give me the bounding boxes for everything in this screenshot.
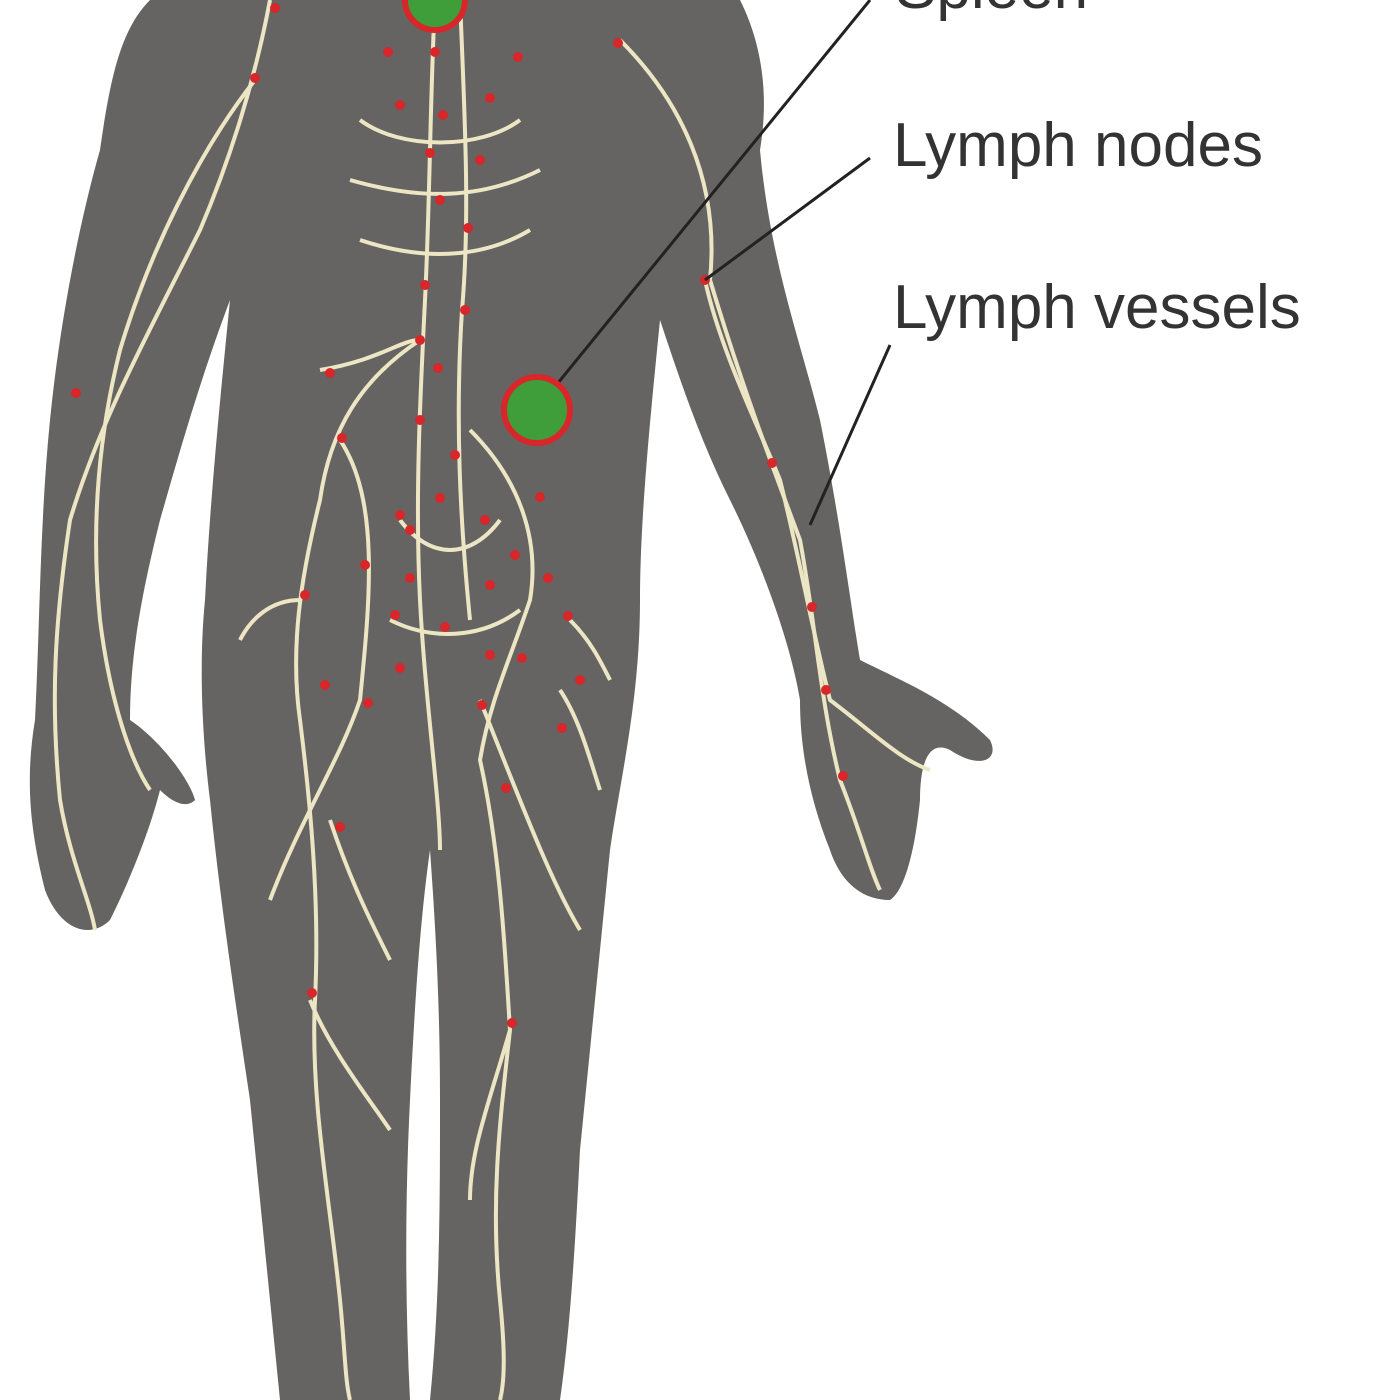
lymph-node — [435, 195, 445, 205]
lymph-node — [395, 663, 405, 673]
lymph-node — [360, 560, 370, 570]
lymph-vessel — [52, 0, 272, 931]
lymph-node — [405, 525, 415, 535]
lymph-node — [475, 155, 485, 165]
lymph-node — [463, 223, 473, 233]
lymph-node — [270, 3, 280, 13]
lymph-node — [430, 47, 440, 57]
label-lymph-vessels: Lymph vessels — [893, 273, 1301, 342]
lymph-node — [300, 590, 310, 600]
lymph-node — [395, 100, 405, 110]
lymph-node — [433, 363, 443, 373]
lymph-vessel — [319, 338, 421, 372]
lymph-node — [420, 280, 430, 290]
lymph-node — [557, 723, 567, 733]
thymus-organ — [402, 0, 468, 33]
lymph-node — [337, 433, 347, 443]
lymph-node — [510, 550, 520, 560]
lymph-vessel — [349, 118, 541, 256]
lymph-node — [335, 822, 345, 832]
lymph-node — [320, 680, 330, 690]
lymph-node — [440, 622, 450, 632]
lymph-node — [405, 573, 415, 583]
lymph-node — [563, 611, 573, 621]
lymph-vessel — [468, 1029, 512, 1201]
lymph-node — [307, 988, 317, 998]
lymph-vessel — [328, 819, 392, 961]
lymph-node — [575, 675, 585, 685]
lymph-node — [507, 1018, 517, 1028]
lymph-node — [390, 610, 400, 620]
lymph-node — [383, 47, 393, 57]
lymph-vessel — [478, 699, 582, 932]
lymph-vessel — [558, 688, 602, 791]
lymph-node — [363, 698, 373, 708]
lymph-node — [425, 148, 435, 158]
label-spleen: Spleen — [895, 0, 1088, 22]
lymph-node — [543, 573, 553, 583]
lymph-vessel — [308, 999, 392, 1132]
lymph-vessel — [94, 78, 257, 792]
lymph-vessel — [294, 338, 422, 1400]
lymph-node — [480, 515, 490, 525]
leader-line-spleen — [538, 0, 872, 406]
lymph-node — [435, 493, 445, 503]
lymph-node — [460, 305, 470, 315]
lymph-node — [501, 783, 511, 793]
lymph-node — [821, 685, 831, 695]
lymph-nodes — [71, 3, 848, 1028]
lymph-node — [485, 650, 495, 660]
lymph-node — [71, 388, 81, 398]
lymph-vessel — [268, 438, 371, 901]
lymph-node — [535, 492, 545, 502]
lymph-node — [838, 771, 848, 781]
lymph-node — [477, 700, 487, 710]
lymph-node — [613, 38, 623, 48]
lymph-node — [415, 335, 425, 345]
lymph-node — [513, 52, 523, 62]
lymph-node — [767, 458, 777, 468]
leader-line-lymph-nodes — [704, 156, 871, 282]
lymph-vessel — [415, 0, 442, 851]
lymph-vessel — [703, 279, 931, 772]
lymph-node — [395, 510, 405, 520]
body-silhouette — [29, 0, 993, 1400]
lymph-node — [450, 450, 460, 460]
lymph-vessel — [238, 598, 612, 681]
lymph-node — [807, 602, 817, 612]
lymph-node — [250, 73, 260, 83]
lymph-node — [438, 110, 448, 120]
lymph-vessel — [468, 428, 535, 1400]
leader-line-lymph-vessels — [808, 344, 892, 526]
lymph-node — [485, 93, 495, 103]
lymph-vessels — [52, 0, 931, 1400]
lymph-node — [485, 580, 495, 590]
label-lymph-nodes: Lymph nodes — [893, 111, 1263, 180]
lymph-node — [325, 368, 335, 378]
lymph-node — [415, 415, 425, 425]
spleen-organ — [501, 374, 573, 446]
lymph-node — [517, 653, 527, 663]
